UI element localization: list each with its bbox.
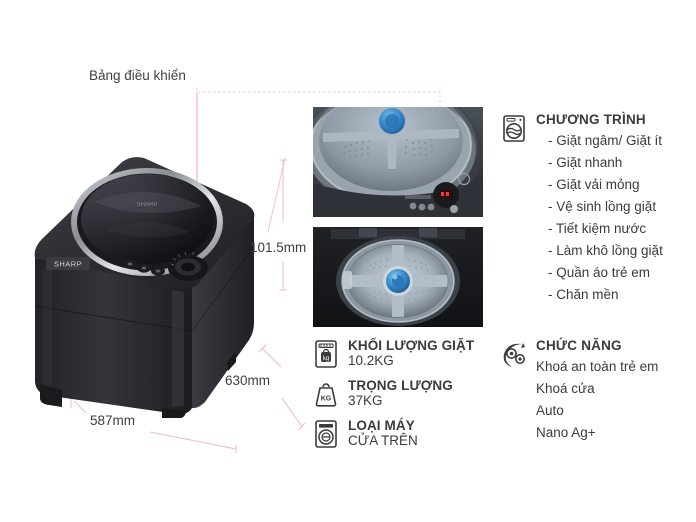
programs-list: - Giặt ngâm/ Giặt ít - Giặt nhanh - Giặt… <box>536 130 690 306</box>
washer-product-image: SHARP <box>22 118 272 418</box>
program-item: - Giặt nhanh <box>548 155 623 170</box>
program-item: - Làm khô lồng giặt <box>548 243 663 258</box>
photo-control-panel <box>405 172 471 213</box>
program-item: - Chăn mền <box>548 287 619 302</box>
program-item: - Giặt ngâm/ Giặt ít <box>548 133 663 148</box>
machine-type-icon <box>315 420 337 448</box>
gears-icon <box>503 343 525 367</box>
spec-list: kg KHỐI LƯỢNG GIẶT 10.2KG KG TRỌNG LƯỢNG… <box>313 338 498 458</box>
program-item: - Quần áo trẻ em <box>548 265 651 280</box>
spec-title: TRỌNG LƯỢNG <box>348 378 453 393</box>
dimension-height-label: 101.5mm <box>250 240 307 255</box>
washing-machine-icon <box>503 115 525 142</box>
programs-title: CHƯƠNG TRÌNH <box>536 112 646 127</box>
function-item: Nano Ag+ <box>536 425 596 440</box>
svg-text:SHARP: SHARP <box>54 260 82 269</box>
functions-section: CHỨC NĂNG Khoá an toàn trẻ em Khoá cửa A… <box>500 338 690 444</box>
spec-value: 10.2KG <box>348 353 394 369</box>
spec-value: CỬA TRÊN <box>348 433 418 449</box>
brand-badge: SHARP <box>46 257 90 270</box>
program-item: - Tiết kiệm nước <box>548 221 647 236</box>
programs-section: CHƯƠNG TRÌNH - Giặt ngâm/ Giặt ít - Giặt… <box>500 112 690 306</box>
svg-text:SHARP: SHARP <box>137 202 158 208</box>
svg-text:KG: KG <box>321 396 332 403</box>
spec-row: KG TRỌNG LƯỢNG 37KG <box>313 378 498 409</box>
drum-top-view-photo <box>313 227 483 327</box>
weight-kg-icon: KG <box>315 383 337 407</box>
program-item: - Vệ sinh lồng giặt <box>548 199 657 214</box>
function-item: Khoá an toàn trẻ em <box>536 359 659 374</box>
function-item: Auto <box>536 403 564 418</box>
callout-label-control-panel: Bảng điều khiển <box>89 68 186 83</box>
dimension-width-label: 587mm <box>90 413 136 428</box>
spec-title: LOẠI MÁY <box>348 418 415 433</box>
spec-row: LOẠI MÁY CỬA TRÊN <box>313 418 498 449</box>
wash-capacity-icon: kg <box>315 340 337 368</box>
functions-list: Khoá an toàn trẻ em Khoá cửa Auto Nano A… <box>536 356 690 444</box>
spec-row: kg KHỐI LƯỢNG GIẶT 10.2KG <box>313 338 498 369</box>
program-item: - Giặt vải mỏng <box>548 177 640 192</box>
dimension-depth-label: 630mm <box>225 373 271 388</box>
drum-and-control-panel-photo <box>313 107 483 217</box>
spec-value: 37KG <box>348 393 383 409</box>
svg-text:kg: kg <box>323 356 329 362</box>
function-item: Khoá cửa <box>536 381 595 396</box>
spec-title: KHỐI LƯỢNG GIẶT <box>348 338 475 353</box>
functions-title: CHỨC NĂNG <box>536 338 622 353</box>
